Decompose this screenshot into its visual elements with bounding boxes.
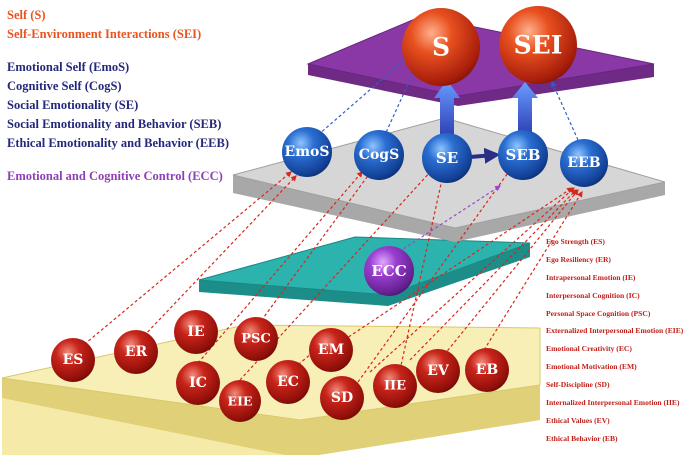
sphere-em-label: EM [318, 342, 344, 358]
legend-eie: Externalized Interpersonal Emotion (EIE) [546, 326, 684, 336]
sphere-emos-label: EmoS [285, 144, 330, 160]
link-sd-eeb [369, 187, 575, 373]
link-emos-s [317, 54, 411, 136]
sphere-ie: IE [174, 310, 218, 354]
sphere-ev: EV [416, 349, 460, 393]
legend-se: Social Emotionality (SE) [7, 98, 139, 112]
legend-ec: Emotional Creativity (EC) [546, 344, 632, 354]
arrow-seb-to-sei [512, 82, 538, 138]
link-psc-cogs [257, 172, 371, 326]
link-eie-se [239, 169, 433, 381]
legend-top: Self (S) Self-Environment Interactions (… [7, 6, 229, 186]
sphere-ev-label: EV [427, 363, 450, 379]
legend-es: Ego Strength (ES) [546, 237, 605, 246]
sphere-es: ES [51, 338, 95, 382]
sphere-es-label: ES [63, 352, 84, 368]
sphere-em: EM [309, 328, 353, 372]
legend-em: Emotional Motivation (EM) [546, 362, 637, 372]
sphere-se: SE [422, 133, 472, 183]
link-iie-se [399, 173, 445, 371]
legend-emos: Emotional Self (EmoS) [7, 60, 130, 74]
legend-self: Self (S) [7, 8, 46, 22]
legend-right: Ego Strength (ES) Ego Resiliency (ER) In… [546, 233, 683, 448]
legend-eeb: Ethical Emotionality and Behavior (EEB) [7, 136, 230, 150]
link-iie-eeb [409, 189, 577, 361]
sphere-seb-label: SEB [506, 146, 541, 164]
sphere-eie: EIE [219, 380, 261, 422]
legend-ic: Interpersonal Cognition (IC) [546, 290, 640, 300]
link-ev-eeb [443, 189, 579, 356]
sphere-sei: SEI [499, 6, 577, 84]
sphere-ecc: ECC [364, 246, 414, 296]
sphere-cogs: CogS [354, 130, 404, 180]
sphere-sd-label: SD [331, 390, 353, 406]
sphere-ec-label: EC [277, 374, 299, 390]
sphere-sd: SD [320, 376, 364, 420]
arrow-se-to-seb [469, 147, 501, 164]
solid-arrows [434, 80, 538, 164]
sphere-ic: IC [176, 361, 220, 405]
sphere-emos: EmoS [282, 127, 332, 177]
sphere-ic-label: IC [189, 375, 207, 391]
link-er-emos [139, 175, 297, 341]
legend-sei: Self-Environment Interactions (SEI) [7, 27, 202, 41]
sphere-sei-label: SEI [514, 31, 563, 60]
sphere-psc-label: PSC [241, 332, 271, 347]
legend-seb: Social Emotionality and Behavior (SEB) [7, 117, 222, 131]
sphere-s: S [402, 8, 480, 86]
sphere-ie-label: IE [187, 324, 204, 340]
sphere-ec: EC [266, 360, 310, 404]
top-platform [306, 15, 655, 106]
sphere-eb: EB [465, 348, 509, 392]
link-cogs-s [383, 60, 419, 138]
link-em-eeb [343, 187, 573, 341]
link-sd-seb [357, 169, 511, 383]
legend-ecc: Emotional and Cognitive Control (ECC) [7, 169, 223, 183]
sphere-eie-label: EIE [228, 394, 253, 409]
sphere-seb: SEB [498, 130, 548, 180]
arrow-se-to-s [434, 80, 460, 140]
sphere-s-label: S [432, 33, 450, 62]
sphere-eb-label: EB [476, 362, 499, 378]
sphere-er-label: ER [125, 344, 148, 360]
sphere-cogs-label: CogS [359, 147, 399, 163]
legend-sd: Self-Discipline (SD) [546, 380, 610, 390]
sphere-se-label: SE [436, 149, 458, 167]
link-ecc-seb [393, 185, 502, 256]
legend-ev: Ethical Values (EV) [546, 415, 610, 425]
link-eb-eeb [483, 190, 583, 351]
legend-cogs: Cognitive Self (CogS) [7, 79, 122, 93]
sphere-ecc-label: ECC [371, 262, 406, 280]
link-es-emos [79, 171, 292, 349]
sphere-er: ER [114, 330, 158, 374]
legend-ie: Intrapersonal Emotion (IE) [546, 272, 636, 282]
legend-eb: Ethical Behavior (EB) [546, 433, 618, 443]
sphere-iie: IIE [373, 364, 417, 408]
sphere-iie-label: IIE [384, 379, 406, 394]
legend-iie: Internalized Interpersonal Emotion (IIE) [546, 398, 680, 408]
link-ic-cogs [197, 171, 363, 364]
sphere-eeb-label: EEB [567, 155, 600, 171]
sphere-psc: PSC [234, 317, 278, 361]
sphere-eeb: EEB [560, 139, 608, 187]
legend-psc: Personal Space Cognition (PSC) [546, 308, 651, 318]
legend-er: Ego Resiliency (ER) [546, 254, 611, 264]
